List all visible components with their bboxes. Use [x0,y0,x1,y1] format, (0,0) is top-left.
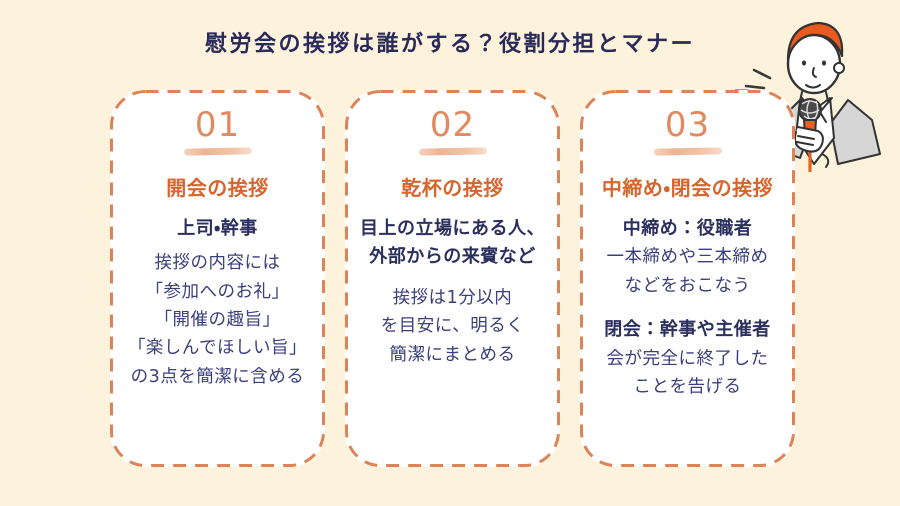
lead-line: 中締め：役職者 [622,217,753,239]
man-with-microphone-illustration [734,21,881,172]
role-lead: 目上の立場にある人、 外部からの来賓など [353,215,552,273]
body-line: 「開催の趣旨」 [154,309,281,330]
card-closing-greeting: 03 中締め・閉会の挨拶 中締め：役職者 一本締めや三本締め などをおこなう 閉… [580,90,795,467]
card-toast-greeting: 02 乾杯の挨拶 目上の立場にある人、 外部からの来賓など 挨拶は1分以内 を目… [345,90,560,467]
body-line: 挨拶の内容には [154,253,281,274]
card-section: 上司・幹事 挨拶の内容には 「参加へのお礼」 「開催の趣旨」 「楽しんでほしい旨… [118,215,317,392]
card-section: 目上の立場にある人、 外部からの来賓など 挨拶は1分以内 を目安に、明るく 簡潔… [353,215,552,370]
section-body: 挨拶は1分以内 を目安に、明るく 簡潔にまとめる [353,284,552,369]
body-line: などをおこなう [624,275,751,296]
body-line: 「参加へのお礼」 [145,281,290,302]
lead-line: 上司・幹事 [177,217,258,239]
lead-line: 外部からの来賓など [369,246,536,268]
body-line: を目安に、明るく [380,316,525,337]
card-heading: 乾杯の挨拶 [401,175,504,200]
page-title: 慰労会の挨拶は誰がする？役割分担とマナー [204,32,695,57]
card-opening-greeting: 01 開会の挨拶 上司・幹事 挨拶の内容には 「参加へのお礼」 「開催の趣旨」 … [110,90,325,467]
card-number: 02 [418,104,487,156]
body-line: 簡潔にまとめる [389,344,516,365]
card-heading: 中締め・閉会の挨拶 [601,175,774,200]
role-lead: 閉会：幹事や主催者 [588,316,787,345]
body-line: ことを告げる [633,377,742,398]
brush-underline [653,146,722,156]
body-line: 「楽しんでほしい旨」 [127,338,308,359]
lead-line: 閉会：幹事や主催者 [604,318,771,340]
body-line: の3点を簡潔に含める [130,366,305,387]
section-body: 挨拶の内容には 「参加へのお礼」 「開催の趣旨」 「楽しんでほしい旨」 の3点を… [118,249,317,391]
card-number: 01 [183,104,252,156]
card-number-text: 02 [429,105,476,145]
section-body: 会が完全に終了した ことを告げる [588,345,787,402]
role-lead: 上司・幹事 [118,215,317,244]
card-heading: 開会の挨拶 [166,175,269,200]
body-line: 会が完全に終了した [606,348,769,369]
body-line: 挨拶は1分以内 [392,288,513,309]
card-section-nakajime: 中締め：役職者 一本締めや三本締め などをおこなう [588,215,787,300]
lead-line: 目上の立場にある人、 [360,217,545,239]
brush-underline [418,146,487,156]
section-body: 一本締めや三本締め などをおこなう [588,243,787,300]
card-number: 03 [653,104,722,156]
head [786,21,845,102]
hand [794,126,824,153]
role-lead: 中締め：役職者 [588,215,787,244]
card-section-heikai: 閉会：幹事や主催者 会が完全に終了した ことを告げる [588,316,787,401]
brush-underline [183,146,252,156]
body-line: 一本締めや三本締め [606,247,769,268]
card-number-text: 03 [664,105,711,145]
card-number-text: 01 [194,105,241,145]
cards-row: 01 開会の挨拶 上司・幹事 挨拶の内容には 「参加へのお礼」 「開催の趣旨」 … [110,90,795,467]
